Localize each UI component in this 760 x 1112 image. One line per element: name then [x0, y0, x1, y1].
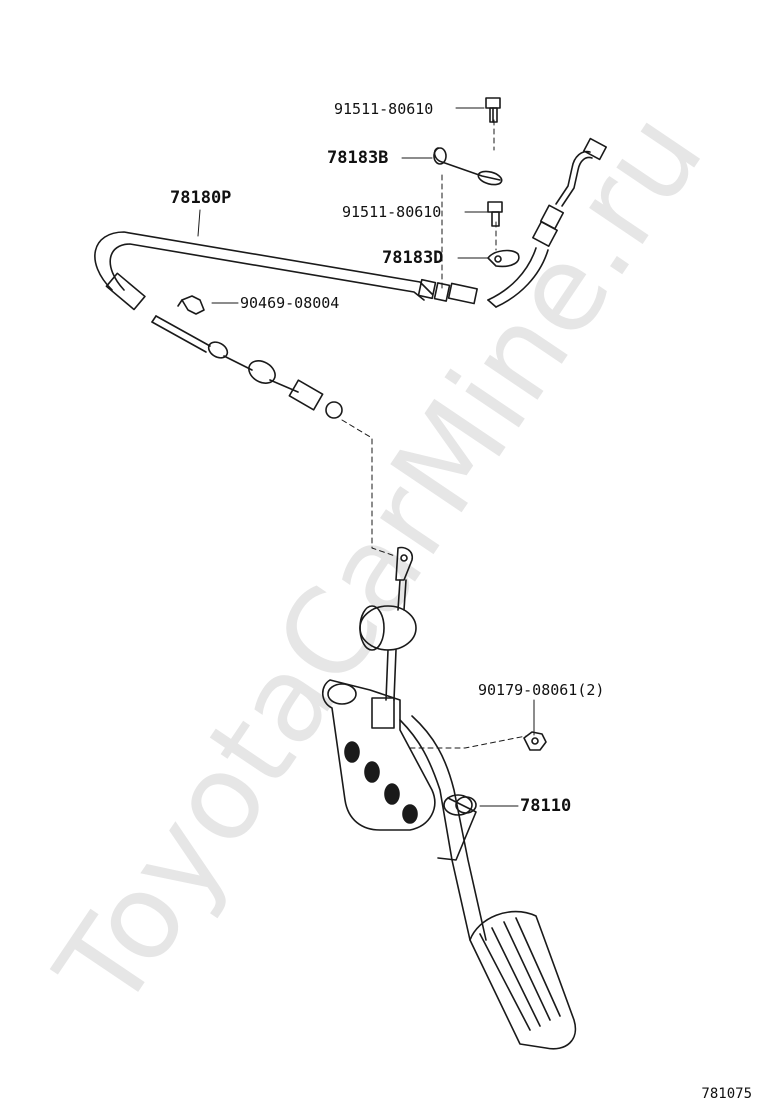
clip-90469-08004 — [177, 295, 205, 315]
leader-lines — [197, 107, 535, 807]
label-nut: 90179-08061(2) — [478, 681, 605, 699]
label-clip: 90469-08004 — [240, 294, 340, 312]
nut-90179-08061 — [523, 731, 547, 751]
label-bolt-upper: 91511-80610 — [334, 100, 434, 118]
pedal-assembly-78110 — [321, 546, 577, 1050]
label-pedal-assy: 78110 — [520, 796, 572, 816]
label-bolt-lower: 91511-80610 — [342, 203, 442, 221]
label-clamp-d: 78183D — [382, 248, 444, 268]
bolt-91511-80610-upper — [485, 97, 501, 123]
clamp-78183D — [487, 249, 520, 268]
bolt-91511-80610-lower — [487, 201, 503, 227]
label-clamp-b: 78183B — [327, 148, 389, 168]
accelerator-cable-78180P — [94, 137, 608, 419]
diagram-number: 781075 — [701, 1086, 752, 1102]
clamp-78183B — [433, 147, 503, 186]
label-cable-assy: 78180P — [170, 188, 232, 208]
